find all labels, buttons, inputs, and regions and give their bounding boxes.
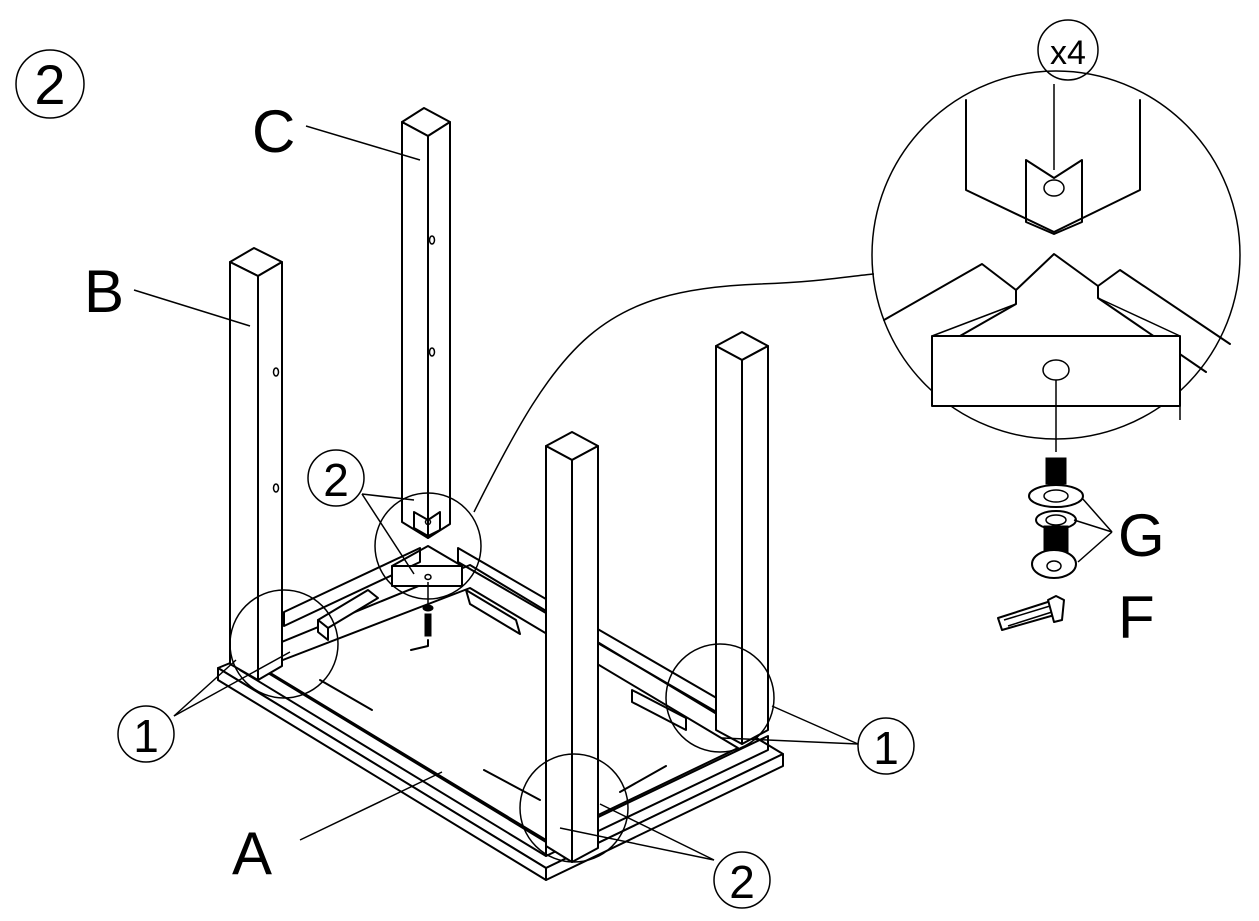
detail-leg-notch xyxy=(1025,159,1083,235)
corner-block-hole xyxy=(424,573,432,581)
leader-g-c xyxy=(1077,531,1113,563)
detail-view: x4 xyxy=(871,19,1241,452)
leg-right-front xyxy=(715,345,743,745)
detail-connector-curve xyxy=(473,273,875,513)
flat-washer-hole xyxy=(1045,514,1067,526)
leader-c xyxy=(305,125,421,161)
leg-c-front xyxy=(401,121,429,539)
quantity-label: x4 xyxy=(1050,34,1086,72)
callout-1-left-label: 1 xyxy=(133,710,159,762)
leader-2-center-b xyxy=(361,493,415,575)
label-g: G xyxy=(1118,502,1165,569)
callout-2-center-label: 2 xyxy=(323,454,349,506)
callout-1-left: 1 xyxy=(117,705,175,763)
small-bolt xyxy=(424,613,432,637)
corner-block xyxy=(391,565,463,587)
callout-2-center: 2 xyxy=(307,449,365,507)
leg-b-side xyxy=(257,261,283,681)
leader-1-left-a xyxy=(173,659,237,717)
right-rail xyxy=(545,735,769,857)
leg-front-side xyxy=(571,445,599,863)
detail-block-edge-l xyxy=(931,303,1017,337)
leg-c-side xyxy=(427,121,451,539)
callout-1-right-label: 1 xyxy=(873,722,899,774)
leader-1-left-b xyxy=(173,651,291,717)
leg-b xyxy=(229,247,283,681)
small-washer xyxy=(422,604,434,612)
label-c: C xyxy=(252,98,295,165)
detail-block-edge-r xyxy=(1097,297,1181,337)
frame-base-slab-edge-right xyxy=(545,753,784,881)
spring-washer xyxy=(1028,484,1084,508)
detail-corner-top xyxy=(1015,253,1099,291)
spring-washer-hole xyxy=(1043,489,1069,503)
callout-2-bottom-label: 2 xyxy=(729,856,755,908)
bolt-hex-socket xyxy=(1046,560,1062,572)
label-f: F xyxy=(1118,584,1155,651)
leg-c xyxy=(401,107,451,539)
leader-1-right-a xyxy=(771,705,859,745)
detail-leg-outline xyxy=(965,99,1141,233)
allen-key-short-arm xyxy=(1047,595,1065,623)
leg-c-bolt-hole xyxy=(424,518,432,526)
bolt-thread-top xyxy=(1045,457,1067,485)
leg-right xyxy=(715,331,769,745)
step-badge: 2 xyxy=(15,49,85,119)
leader-a xyxy=(299,771,443,841)
callout-circle-center xyxy=(374,492,482,600)
leg-front-front xyxy=(545,445,573,863)
leg-c-hole-1 xyxy=(428,235,436,245)
cleat-front-left xyxy=(319,679,373,711)
allen-key xyxy=(997,595,1065,631)
back-rail-left xyxy=(283,547,421,627)
cleat-back-right xyxy=(465,589,521,635)
table-frame xyxy=(217,547,784,881)
callout-2-bottom: 2 xyxy=(713,851,771,909)
quantity-badge xyxy=(1037,19,1099,81)
callout-1-right: 1 xyxy=(857,717,915,775)
callout-circle-left xyxy=(229,589,339,699)
leader-g-a xyxy=(1081,497,1113,533)
callout-circle-bottom xyxy=(519,753,629,863)
label-b: B xyxy=(84,258,124,325)
bolt-thread-bottom xyxy=(1043,525,1069,553)
leg-b-hole-1 xyxy=(272,367,280,377)
leg-c-hole-2 xyxy=(428,347,436,357)
bolt-head xyxy=(1031,549,1077,579)
leg-right-side xyxy=(741,345,769,745)
leader-2-center-a xyxy=(361,493,415,501)
leader-g-b xyxy=(1073,519,1113,533)
cleat-front-corner xyxy=(619,765,667,793)
leader-1-right-b xyxy=(721,737,859,745)
small-allen-key xyxy=(410,639,429,651)
hardware-bolt-assembly xyxy=(1028,457,1113,579)
leader-2-bottom-a xyxy=(599,803,715,861)
detail-leg-hole xyxy=(1043,179,1065,197)
leader-2-bottom-b xyxy=(559,827,715,861)
callout-circle-right xyxy=(665,643,775,753)
leader-b xyxy=(133,289,251,327)
leg-b-hole-2 xyxy=(272,483,280,493)
step-number: 2 xyxy=(34,53,65,116)
cleat-right xyxy=(631,689,687,731)
label-a: A xyxy=(232,820,272,887)
cleat-front-right xyxy=(483,769,541,801)
cleat-back-left-end xyxy=(317,619,329,641)
leg-front xyxy=(545,431,599,863)
allen-key-stripes xyxy=(1003,605,1053,627)
